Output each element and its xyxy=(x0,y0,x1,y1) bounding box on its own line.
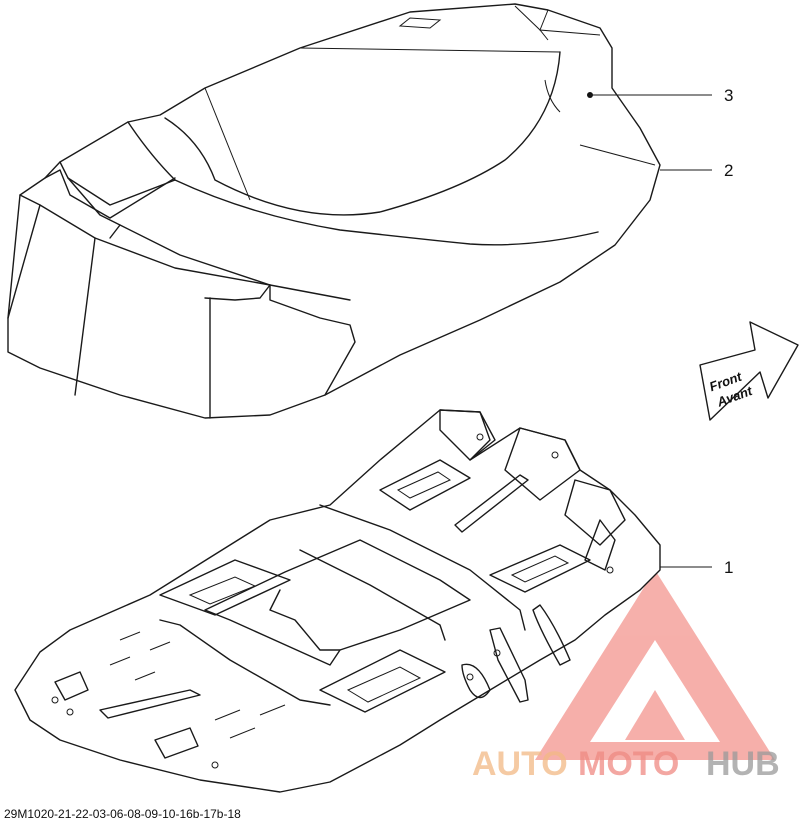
watermark-text: AUTO MOTO HUB xyxy=(472,745,780,783)
watermark-auto: AUTO xyxy=(472,745,568,783)
seat-base xyxy=(14,409,661,793)
callout-3-label: 3 xyxy=(724,86,733,105)
seat-cover xyxy=(7,3,661,419)
callout-1: 1 xyxy=(660,558,733,577)
watermark-hub: HUB xyxy=(706,745,780,783)
callout-2-label: 2 xyxy=(724,161,733,180)
callout-2: 2 xyxy=(660,161,733,180)
diagram-code: 29M1020-21-22-03-06-08-09-10-16b-17b-18 xyxy=(4,807,241,821)
watermark-moto: MOTO xyxy=(578,745,679,783)
front-direction-arrow: Front Avant xyxy=(699,321,799,421)
callout-1-label: 1 xyxy=(724,558,733,577)
watermark-triangle xyxy=(535,570,775,760)
callout-3: 3 xyxy=(587,86,733,105)
